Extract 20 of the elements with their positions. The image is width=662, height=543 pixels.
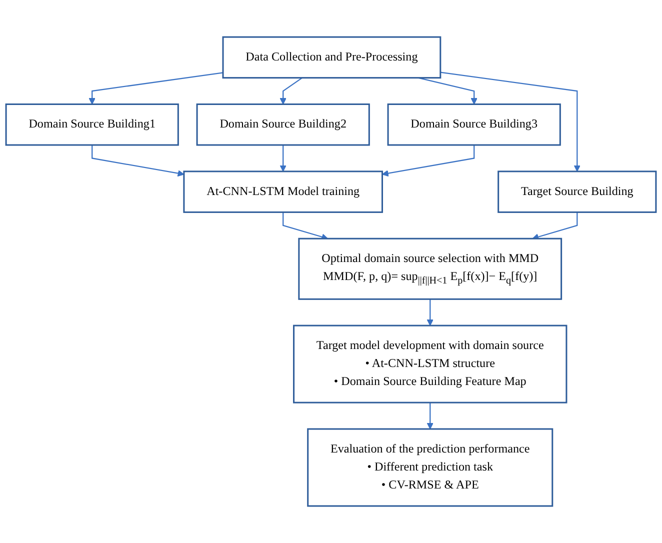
node-box: Target Source Building <box>498 170 657 213</box>
arrow <box>282 212 328 240</box>
arrow <box>92 144 184 177</box>
arrow <box>426 299 434 326</box>
node-box: Domain Source Building2 <box>196 103 370 146</box>
arrow <box>280 144 286 172</box>
node-box: At-CNN-LSTM Model training <box>183 170 383 213</box>
node-box: Domain Source Building3 <box>387 103 561 146</box>
node-box: Target model development with domain source • At-CNN-LSTM structure • Domain Source Building Feature Map <box>293 324 568 404</box>
arrow <box>440 72 580 172</box>
arrow <box>382 144 475 177</box>
node-box: Data Collection and Pre-Processing <box>222 36 442 79</box>
arrow <box>418 77 478 104</box>
arrow <box>280 77 303 104</box>
node-box: Domain Source Building1 <box>5 103 179 146</box>
arrow <box>532 212 578 240</box>
node-box: Evaluation of the prediction performance • Different prediction task • CV-RMSE & APE <box>307 428 554 507</box>
arrow <box>426 402 434 430</box>
arrow <box>88 72 224 104</box>
node-box: Optimal domain source selection with MMD MMD(F, p, q)= sup$_{||f||H<1}$ E$_{p}$[f(x)]− E$_{q}$[f(y)] <box>298 238 562 300</box>
